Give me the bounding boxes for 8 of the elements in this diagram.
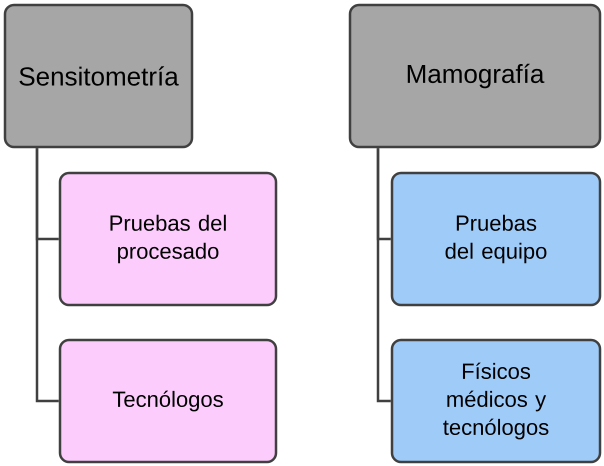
item-box: Pruebas del procesado <box>58 172 278 306</box>
item-box: Físicos médicos y tecnólogos <box>390 338 602 464</box>
item-box: Tecnólogos <box>58 338 278 464</box>
category-box: Mamografía <box>348 4 602 148</box>
connector-line <box>376 148 391 402</box>
item-box: Pruebas del equipo <box>390 172 602 306</box>
connector-line <box>36 148 59 402</box>
category-box: Sensitometría <box>4 4 194 148</box>
